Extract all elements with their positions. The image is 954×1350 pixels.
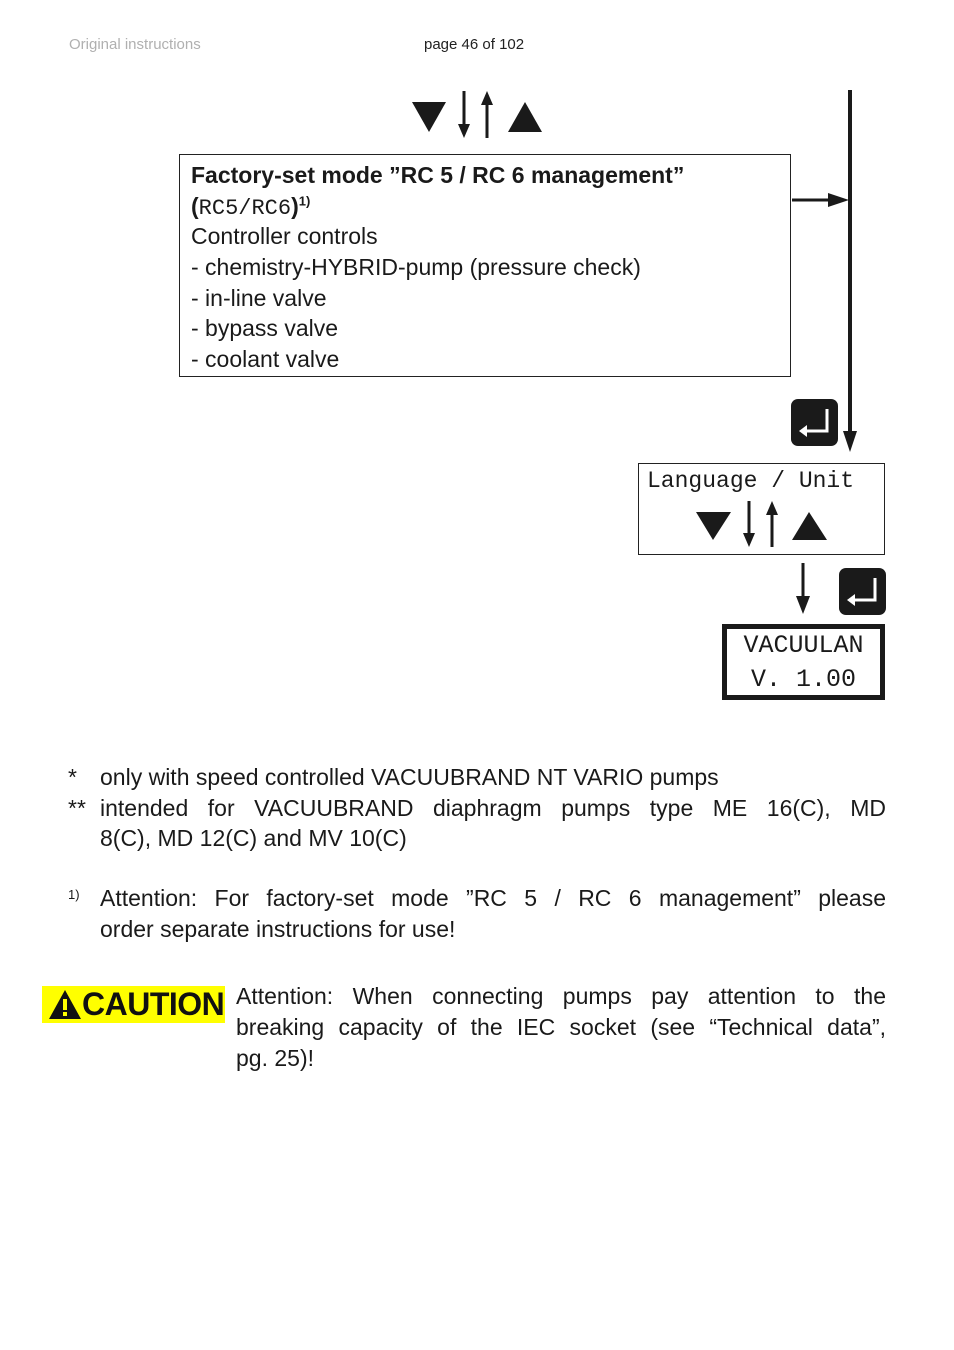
mode-item: - chemistry-HYBRID-pump (pressure check) xyxy=(191,254,641,280)
warning-triangle-icon xyxy=(49,990,81,1019)
mode-box: Factory-set mode ”RC 5 / RC 6 management… xyxy=(179,154,791,377)
mode-subtitle: Controller controls xyxy=(191,223,378,249)
down-triangle-icon xyxy=(412,102,446,132)
enter-key-icon xyxy=(791,399,838,446)
language-unit-label: Language / Unit xyxy=(647,468,855,494)
enter-key-icon xyxy=(839,568,886,615)
footnote-text: order separate instructions for use! xyxy=(100,916,456,942)
down-arrow-icon xyxy=(458,91,470,138)
language-unit-box: Language / Unit xyxy=(638,463,885,555)
up-arrow-icon xyxy=(481,91,493,138)
nav-keys-language xyxy=(696,501,827,547)
lcd-display: VACUULAN V. 1.00 xyxy=(722,624,885,700)
lcd-line-2: V. 1.00 xyxy=(750,665,857,694)
caution-text: Attention: When connecting pumps pay att… xyxy=(236,983,886,1009)
flow-arrow-down xyxy=(796,563,810,614)
mode-title: Factory-set mode ”RC 5 / RC 6 management… xyxy=(191,162,685,188)
caution-label: CAUTION xyxy=(82,986,225,1022)
footnote-ref: 1) xyxy=(298,193,311,209)
nav-keys-top xyxy=(412,91,542,138)
mode-item: - coolant valve xyxy=(191,346,340,372)
down-arrow-icon xyxy=(743,501,755,547)
down-triangle-icon xyxy=(696,512,731,540)
note-text: intended for VACUUBRAND diaphragm pumps … xyxy=(100,795,886,821)
mode-code-open: ( xyxy=(191,193,199,219)
mode-code-close: ) xyxy=(291,193,299,219)
mode-item: - bypass valve xyxy=(191,315,339,341)
caution-text: breaking capacity of the IEC socket (see… xyxy=(236,1014,886,1040)
document-label: Original instructions xyxy=(69,36,201,53)
note-mark: * xyxy=(68,764,77,790)
footnote-mark: 1) xyxy=(68,887,80,902)
note-text: 8(C), MD 12(C) and MV 10(C) xyxy=(100,825,407,851)
page-number: page 46 of 102 xyxy=(424,36,525,53)
footnote-text: Attention: For factory-set mode ”RC 5 / … xyxy=(100,885,886,911)
flow-arrowhead-right xyxy=(828,193,849,207)
caution-badge: CAUTION xyxy=(42,986,225,1023)
flow-lines xyxy=(792,90,857,452)
note-text: only with speed controlled VACUUBRAND NT… xyxy=(100,764,719,790)
up-triangle-icon xyxy=(508,102,542,132)
mode-code-line: (RC5/RC6)1) xyxy=(191,193,310,221)
note-mark: ** xyxy=(68,795,86,821)
caution-text: pg. 25)! xyxy=(236,1045,314,1071)
up-arrow-icon xyxy=(766,501,778,547)
lcd-line-1: VACUULAN xyxy=(743,631,864,660)
flow-arrowhead-down xyxy=(843,431,857,452)
mode-code: RC5/RC6 xyxy=(198,196,292,221)
up-triangle-icon xyxy=(792,512,827,540)
mode-item: - in-line valve xyxy=(191,285,327,311)
